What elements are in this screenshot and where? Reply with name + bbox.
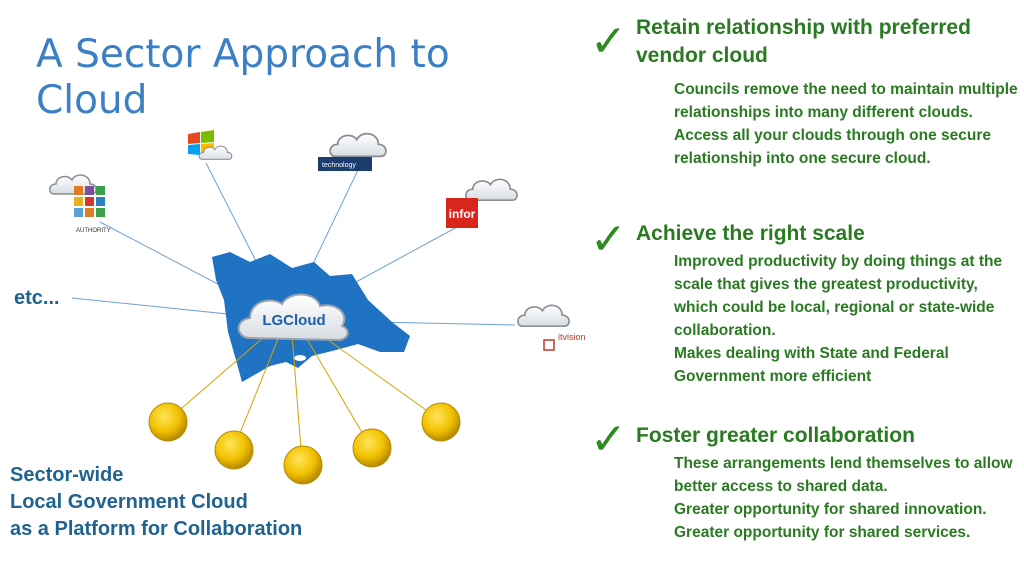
authority-logo-text: AUTHORITY — [76, 228, 111, 234]
checkmark-icon: ✓ — [590, 17, 627, 66]
cloud-diagram: LGCloud AUTHORITY — [48, 130, 586, 485]
council-node — [283, 445, 323, 485]
checkmark-icon: ✓ — [590, 215, 627, 264]
council-node — [421, 402, 461, 442]
benefit-body: Improved productivity by doing things at… — [674, 253, 1003, 385]
hub-label: LGCloud — [262, 312, 325, 329]
benefit-title: Retain relationship with preferred vendo… — [636, 16, 971, 67]
benefit-title: Achieve the right scale — [636, 222, 865, 245]
slide-title: A Sector Approach to Cloud — [36, 32, 450, 123]
vendor-infor: infor — [446, 178, 518, 228]
caption-line: Sector-wide — [10, 464, 124, 486]
vendor-authority: AUTHORITY — [48, 174, 111, 234]
lgcloud-hub: LGCloud — [237, 293, 349, 342]
benefit-body: Councils remove the need to maintain mul… — [674, 81, 1018, 167]
vendor-technology-one: technology — [318, 132, 387, 171]
infor-logo-text: infor — [449, 207, 476, 221]
council-connectors — [167, 329, 441, 463]
council-node — [214, 430, 254, 470]
checkmark-icon: ✓ — [590, 415, 627, 464]
vendor-itvision: itvision — [517, 304, 586, 351]
council-node — [352, 428, 392, 468]
windows-logo-icon — [188, 130, 214, 156]
etc-label: etc... — [14, 287, 60, 309]
vendor-windows — [188, 130, 233, 160]
caption-line: as a Platform for Collaboration — [10, 518, 303, 540]
technology-logo-text: technology — [322, 162, 356, 169]
diagram-caption: Sector-wide Local Government Cloud as a … — [10, 462, 370, 543]
benefit-title: Foster greater collaboration — [636, 424, 915, 447]
benefit-body: These arrangements lend themselves to al… — [674, 455, 1013, 541]
caption-line: Local Government Cloud — [10, 491, 248, 513]
council-node — [148, 402, 188, 442]
council-nodes — [148, 402, 461, 485]
itvision-logo-text: itvision — [558, 332, 586, 342]
